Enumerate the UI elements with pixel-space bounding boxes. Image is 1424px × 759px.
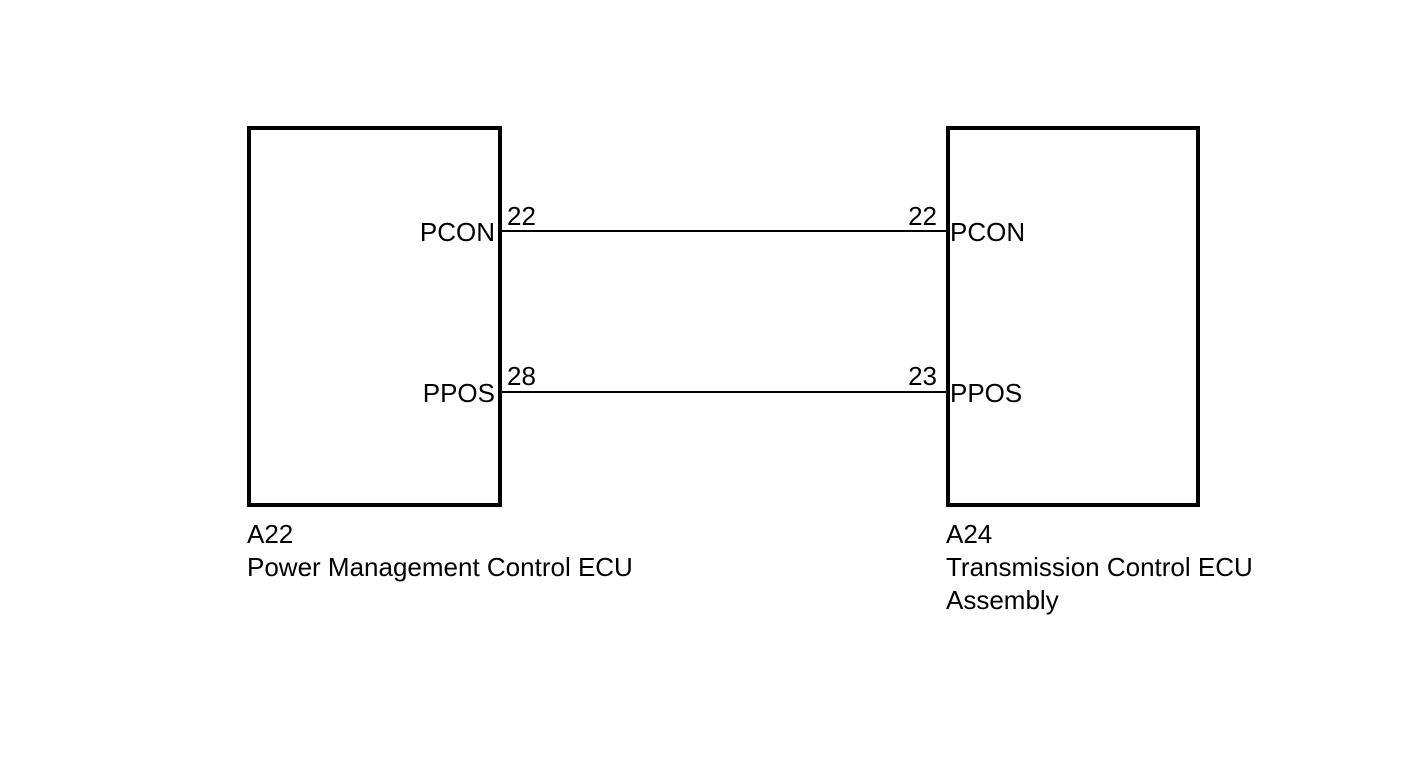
pin-terminal-label: 22 — [908, 201, 937, 231]
component-caption-a22: A22 Power Management Control ECU — [247, 518, 633, 584]
pin-terminal-label: 22 — [507, 201, 536, 231]
pin-signal-label: PPOS — [422, 378, 495, 408]
component-name-label: Power Management Control ECU — [247, 552, 633, 582]
wire-pcon — [502, 230, 946, 232]
wire-ppos — [502, 391, 946, 393]
pin-signal-label: PCON — [950, 217, 1026, 247]
component-name-label: Transmission Control ECU — [946, 552, 1253, 582]
ecu-box-a24 — [946, 126, 1200, 507]
component-id-label: A22 — [247, 519, 294, 549]
pin-terminal-label: 28 — [507, 361, 536, 391]
pin-signal-label: PPOS — [950, 378, 1023, 408]
component-id-label: A24 — [946, 519, 993, 549]
component-caption-a24: A24 Transmission Control ECU Assembly — [946, 518, 1253, 617]
pin-terminal-label: 23 — [908, 361, 937, 391]
pin-signal-label: PCON — [419, 217, 495, 247]
component-name-label: Assembly — [946, 585, 1059, 615]
ecu-box-a22 — [247, 126, 502, 507]
